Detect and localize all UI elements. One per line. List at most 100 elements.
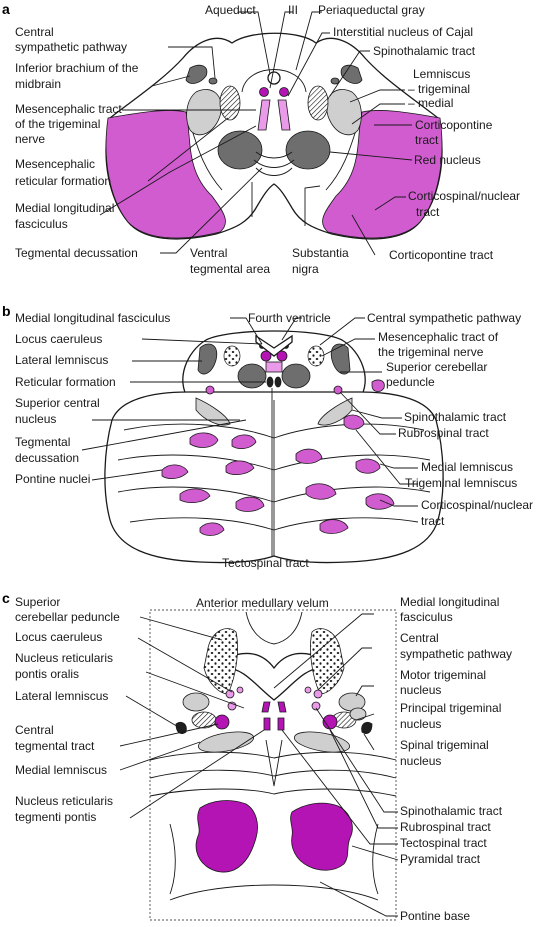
- medial-lemniscus-c-right: [293, 731, 351, 753]
- label-cajal: Interstitial nucleus of Cajal: [333, 25, 473, 39]
- label-lemniscus: Lemniscus: [413, 67, 470, 81]
- panel-a-letter: a: [2, 1, 10, 17]
- locus-caeruleus-c-right-2: [304, 686, 312, 694]
- pontine-nucleus-11: [365, 493, 395, 510]
- label-c-anterior-velum: Anterior medullary velum: [196, 596, 329, 610]
- scp-decussation-left: [237, 363, 267, 389]
- mes-tract-left: [223, 345, 241, 367]
- label-corticospinal-2: tract: [416, 205, 440, 219]
- pontine-base-line-right: [372, 823, 379, 895]
- inferior-brachium-left: [185, 64, 208, 84]
- leader-c-medial-lemniscus: [119, 741, 201, 771]
- leader-c-nrpo: [145, 671, 245, 709]
- pontine-nucleus-4: [161, 464, 189, 480]
- label-inferior-brachium-2: midbrain: [15, 77, 61, 91]
- leader-substantia: [304, 185, 321, 226]
- label-b-superior-central-2: nucleus: [15, 412, 56, 426]
- label-c-ctt-1: Central: [15, 723, 54, 737]
- label-corticopontine-2: tract: [415, 133, 439, 147]
- label-b-mlf: Medial longitudinal fasciculus: [15, 311, 170, 325]
- label-c-scp-1: Superior: [15, 595, 60, 609]
- leader-b-tegmental: [81, 419, 247, 451]
- label-corticopontine-1: Corticopontine: [415, 118, 493, 132]
- tegmental-decussation-arc-1: [255, 151, 293, 159]
- label-mlf-1: Medial longitudinal: [15, 201, 114, 215]
- label-c-lat-lemniscus: Lateral lemniscus: [15, 689, 108, 703]
- pyramidal-tract-right: [290, 802, 353, 871]
- label-central-symp-2: sympathetic pathway: [15, 40, 127, 54]
- pontine-nucleus-9: [235, 496, 265, 512]
- leader-c-spinothalamic: [315, 707, 398, 813]
- leader-iii: [269, 11, 293, 89]
- panel-b-upper-pons: b: [2, 303, 533, 570]
- label-b-corticospinal-1: Corticospinal/nuclear: [421, 498, 533, 512]
- panel-b-letter: b: [2, 303, 11, 319]
- label-substantia-1: Substantia: [292, 246, 349, 260]
- label-c-pontine-base: Pontine base: [400, 909, 470, 923]
- base-boundary-3: [149, 788, 397, 797]
- spinothalamic-tract-left: [219, 85, 241, 121]
- lateral-lemniscus-c-right: [361, 722, 373, 734]
- mes-tract-right: [307, 345, 325, 367]
- label-b-rubrospinal: Rubrospinal tract: [398, 426, 489, 440]
- spinothalamic-c-right: [311, 701, 321, 711]
- label-b-mes-tract-1: Mesencephalic tract of: [378, 330, 499, 344]
- red-nucleus-right: [285, 130, 331, 170]
- label-inferior-brachium-1: Inferior brachium of the: [15, 61, 139, 75]
- pontine-nucleus-12: [199, 522, 225, 536]
- label-spinothalamic: Spinothalamic tract: [373, 44, 476, 58]
- leader-mlf: [99, 125, 257, 216]
- label-c-principal-trig-2: nucleus: [400, 717, 441, 731]
- leader-b-corticospinal: [379, 499, 418, 507]
- base-boundary-2: [149, 769, 397, 779]
- leader-c-rubrospinal: [329, 729, 398, 829]
- label-b-reticular: Reticular formation: [15, 375, 116, 389]
- leader-lemniscus-medial: [351, 103, 405, 125]
- label-lemniscus-trigeminal: – trigeminal: [408, 82, 470, 96]
- locus-caeruleus-c-left-2: [236, 686, 244, 694]
- mlf-right: [277, 99, 291, 131]
- scp-right-c: [310, 628, 345, 695]
- label-corticopontine-bottom: Corticopontine tract: [389, 248, 494, 262]
- label-mes-reticular-2: reticular formation: [15, 174, 111, 188]
- label-c-central-symp-1: Central: [400, 631, 439, 645]
- leader-c-pyramidal: [351, 845, 399, 861]
- central-sympathetic-right: [330, 77, 340, 85]
- label-substantia-2: nigra: [292, 262, 319, 276]
- label-b-mes-tract-2: the trigeminal nerve: [378, 345, 484, 359]
- label-b-medial-lemniscus: Medial lemniscus: [421, 460, 513, 474]
- label-c-tectospinal: Tectospinal tract: [400, 836, 487, 850]
- tectospinal-c-right: [277, 717, 285, 731]
- leader-b-trig-lemniscus: [355, 429, 418, 485]
- leader-c-lat-lemniscus: [125, 695, 181, 729]
- panel-a-midbrain: a: [2, 1, 520, 276]
- pontine-nucleus-5: [225, 460, 255, 476]
- pontine-nucleus-2: [231, 434, 257, 450]
- leader-c-pontine-base: [319, 881, 398, 917]
- pontine-nucleus-13: [319, 519, 349, 534]
- leader-c-principal-trig: [355, 713, 375, 721]
- label-c-locus: Locus caeruleus: [15, 630, 102, 644]
- tegmentum-base-boundary: [149, 751, 397, 761]
- label-c-rubrospinal: Rubrospinal tract: [400, 820, 491, 834]
- label-vta-1: Ventral: [190, 246, 227, 260]
- leader-b-spinothalamic: [351, 409, 402, 419]
- central-sympathetic-left: [208, 77, 218, 85]
- label-b-tegmental-1: Tegmental: [15, 435, 70, 449]
- label-c-nrpo-2: pontis oralis: [15, 667, 79, 681]
- leader-mes-reticular: [147, 117, 229, 182]
- lemniscus-left: [186, 89, 222, 136]
- leader-red-nucleus: [329, 151, 413, 161]
- pontine-nucleus-3: [343, 414, 365, 430]
- leader-b-locus: [141, 338, 263, 345]
- panel-c-letter: c: [2, 590, 10, 606]
- lateral-lemniscus-c-left: [175, 722, 187, 734]
- label-c-ctt-2: tegmental tract: [15, 739, 95, 753]
- pontine-nucleus-7: [355, 458, 381, 474]
- label-c-mlf-2: fasciculus: [400, 610, 453, 624]
- mlf-cluster-right: [276, 350, 288, 362]
- mlf-c-right: [277, 701, 287, 713]
- leader-b-fourth: [281, 317, 302, 341]
- scp-left-c: [203, 628, 238, 695]
